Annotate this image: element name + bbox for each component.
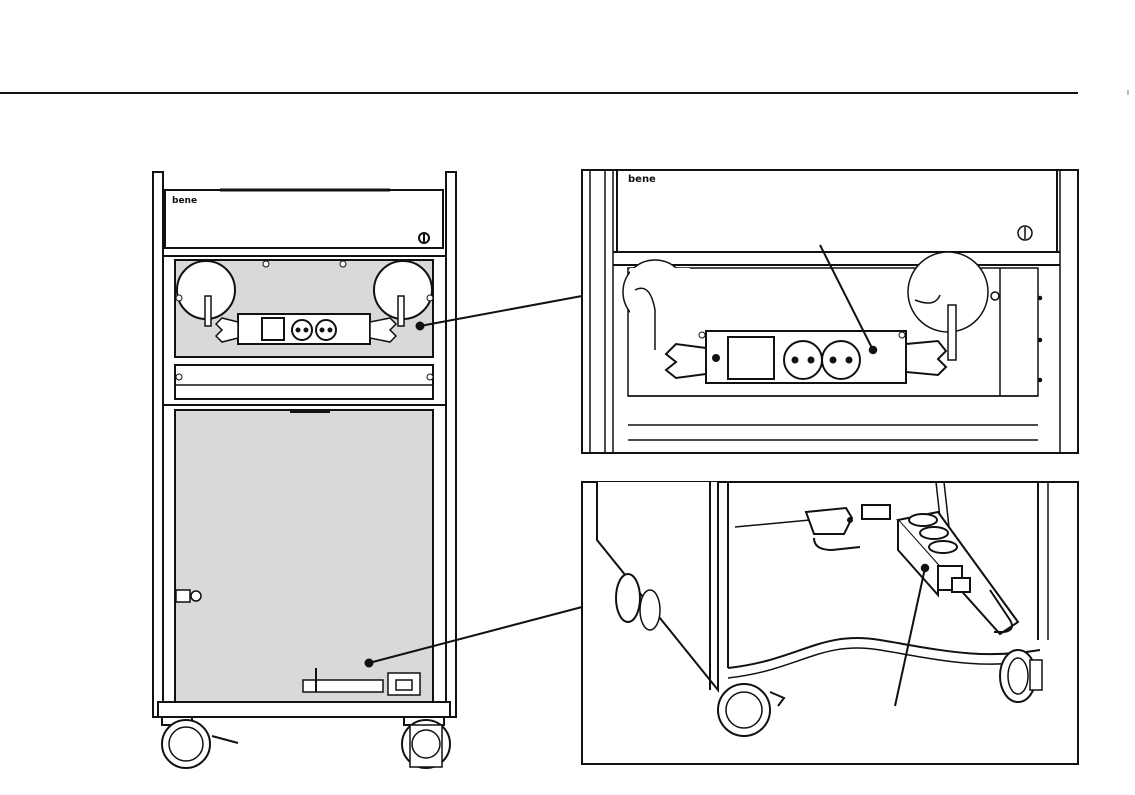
- detail-logo: bene: [628, 174, 656, 185]
- side-lock-icon: [176, 590, 201, 602]
- detail-view-cable-management: [582, 482, 1078, 764]
- drawer-logo: bene: [172, 196, 197, 206]
- power-strip-panel: [175, 260, 433, 357]
- power-strip: [216, 314, 396, 344]
- detail-view-power-strip: bene: [582, 170, 1078, 453]
- detail-lock-icon: [1018, 226, 1032, 240]
- cabinet-front-view: bene: [153, 172, 456, 768]
- top-drawer: bene: [165, 190, 443, 248]
- caster-left: [162, 717, 238, 768]
- cable-compartment-panel: [175, 410, 433, 702]
- leader-line-top: [420, 296, 582, 326]
- caster-right: [402, 717, 450, 768]
- power-strip-detail: [666, 331, 946, 383]
- drawer-lock-icon: [419, 233, 429, 243]
